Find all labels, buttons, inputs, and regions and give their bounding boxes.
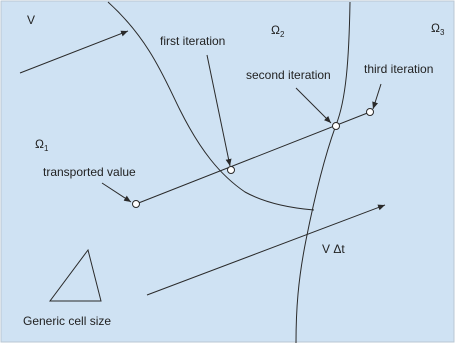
first-iteration-point [227, 166, 235, 174]
transported-value-pointer [101, 182, 132, 203]
first-iteration-label: first iteration [160, 34, 226, 48]
second-iteration-label: second iteration [246, 68, 331, 82]
omega-1-symbol: Ω [35, 137, 44, 151]
generic-cell-triangle [49, 248, 102, 302]
generic-cell-size-label: Generic cell size [23, 314, 112, 328]
omega-1-subscript: 1 [43, 144, 49, 153]
first-iteration-pointer [206, 54, 232, 167]
third-iteration-point [366, 108, 374, 116]
second-iteration-point [332, 122, 340, 130]
transported-value-point [132, 200, 140, 208]
velocity-label: V [27, 13, 36, 27]
boundary-curve-omega1-omega2 [107, 1, 315, 211]
third-iteration-label: third iteration [364, 62, 434, 76]
omega-2-label: Ω2 [271, 23, 284, 42]
second-iteration-pointer [295, 87, 332, 124]
velocity-arrow [19, 30, 129, 74]
transported-value-label: transported value [43, 165, 136, 179]
omega-2-subscript: 2 [279, 30, 285, 39]
v-delta-t-arrow [146, 204, 386, 296]
boundary-curve-omega2-omega3 [295, 1, 351, 343]
third-iteration-pointer [372, 83, 382, 110]
omega-1-label: Ω1 [35, 137, 48, 156]
omega-2-symbol: Ω [271, 23, 280, 37]
v-delta-t-label: V Δt [322, 242, 345, 256]
omega-3-subscript: 3 [439, 28, 445, 37]
transport-line [135, 111, 371, 205]
omega-3-label: Ω3 [431, 21, 444, 40]
omega-3-symbol: Ω [431, 21, 440, 35]
